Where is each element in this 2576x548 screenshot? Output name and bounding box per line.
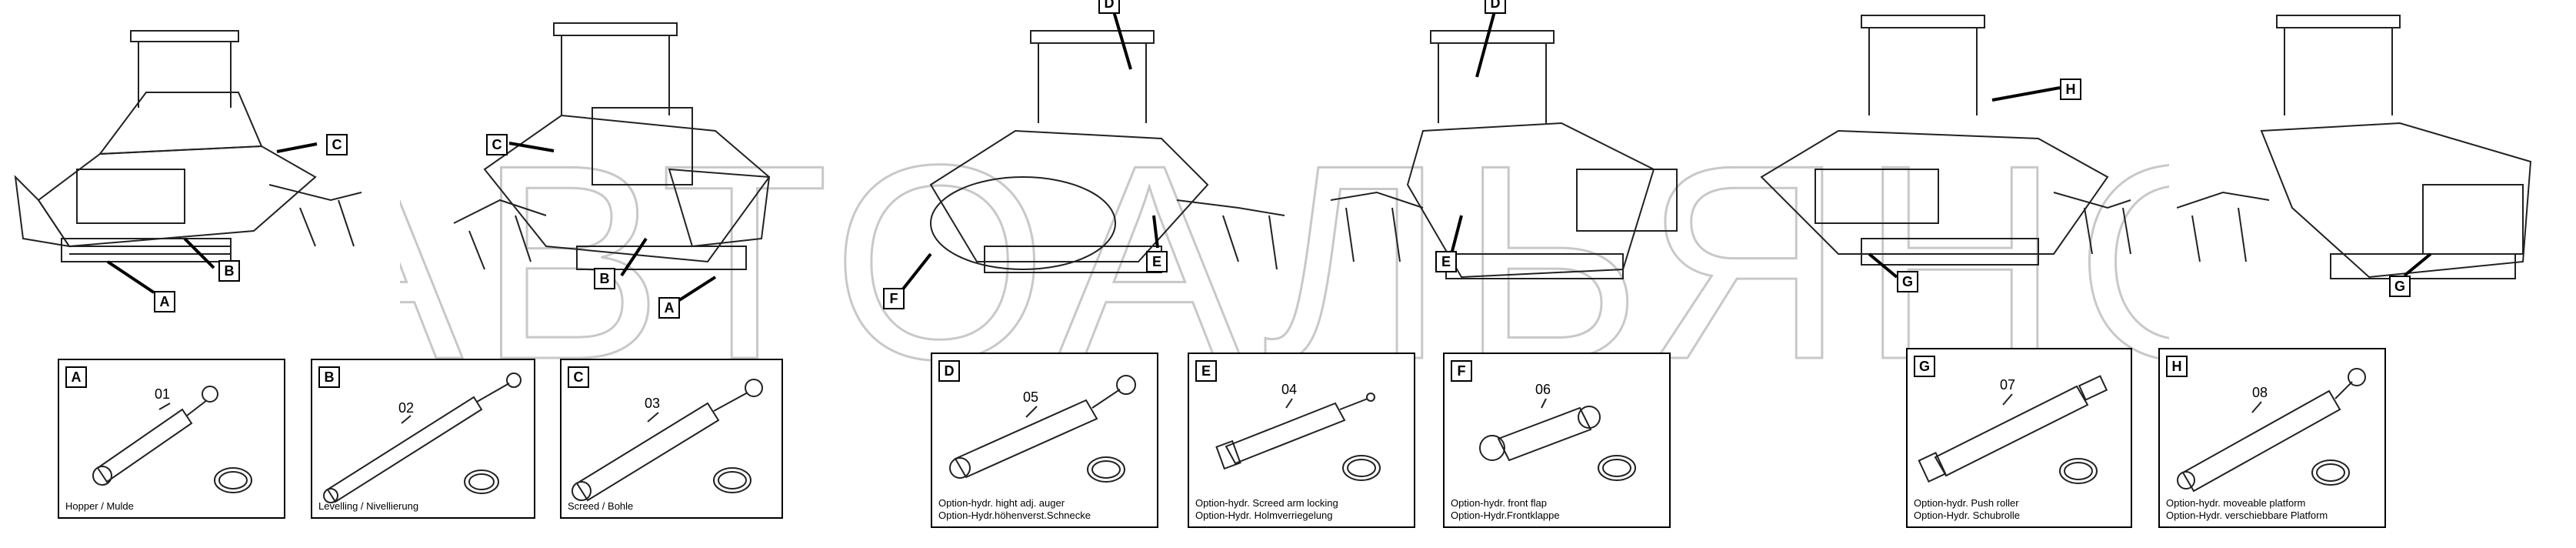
detail-tag: C [568, 366, 589, 388]
callout-d-view-4: D [1485, 0, 1506, 14]
cylinder-drawing [1918, 375, 2108, 484]
part-number: 02 [398, 400, 415, 416]
detail-tag: D [938, 360, 960, 382]
paver-view-4 [1331, 30, 1678, 279]
part-number: 05 [1023, 389, 1039, 405]
cylinder-drawing [949, 375, 1136, 483]
paver-view-6 [2177, 15, 2532, 279]
detail-tag: F [1451, 360, 1472, 382]
cylinder-drawing [1479, 398, 1636, 481]
part-number: 03 [645, 396, 661, 411]
callout-c-view-1: C [326, 134, 348, 155]
callout-g-view-6: G [2389, 276, 2411, 297]
detail-box-c: C 03 Screed / Bohle [560, 359, 783, 519]
part-number: 04 [1281, 382, 1298, 397]
paver-view-2 [453, 22, 771, 270]
callout-a-view-1: A [154, 291, 175, 312]
callout-f-view-3: F [883, 288, 905, 309]
callout-h-view-5: H [2060, 79, 2081, 100]
detail-caption: Levelling / Nivellierung [318, 500, 419, 512]
detail-caption: Hopper / Mulde [65, 500, 134, 512]
detail-caption: Screed / Bohle [568, 500, 634, 512]
callout-e-view-3: E [1146, 251, 1168, 272]
paver-view-1 [14, 30, 362, 262]
detail-tag: H [2166, 356, 2188, 377]
callout-c-view-2: C [486, 134, 508, 155]
detail-box-b: B 02 Levelling / Nivellierung [311, 359, 535, 519]
callout-b-view-1: B [218, 260, 240, 282]
cylinder-drawing [92, 386, 252, 493]
detail-tag: G [1914, 356, 1935, 377]
part-number: 01 [155, 386, 171, 402]
cylinder-drawing [323, 373, 522, 503]
cylinder-drawing [1215, 393, 1381, 481]
detail-tag: E [1195, 360, 1217, 382]
detail-tag: B [318, 366, 340, 388]
callout-g-view-5: G [1897, 271, 1918, 292]
cylinder-drawing [572, 379, 763, 502]
callout-b-view-2: B [594, 268, 615, 289]
detail-box-a: A 01 Hopper / Mulde [58, 359, 285, 519]
part-number: 08 [2252, 385, 2268, 400]
callout-a-view-2: A [658, 297, 680, 319]
paver-view-3 [929, 30, 1285, 273]
callout-d-view-3: D [1098, 0, 1120, 14]
paver-view-5 [1760, 15, 2131, 266]
callout-e-view-4: E [1435, 251, 1457, 272]
part-number: 07 [2000, 377, 2016, 393]
detail-tag: A [65, 366, 87, 388]
cylinder-drawing [2177, 368, 2366, 493]
part-number: 06 [1535, 382, 1551, 397]
